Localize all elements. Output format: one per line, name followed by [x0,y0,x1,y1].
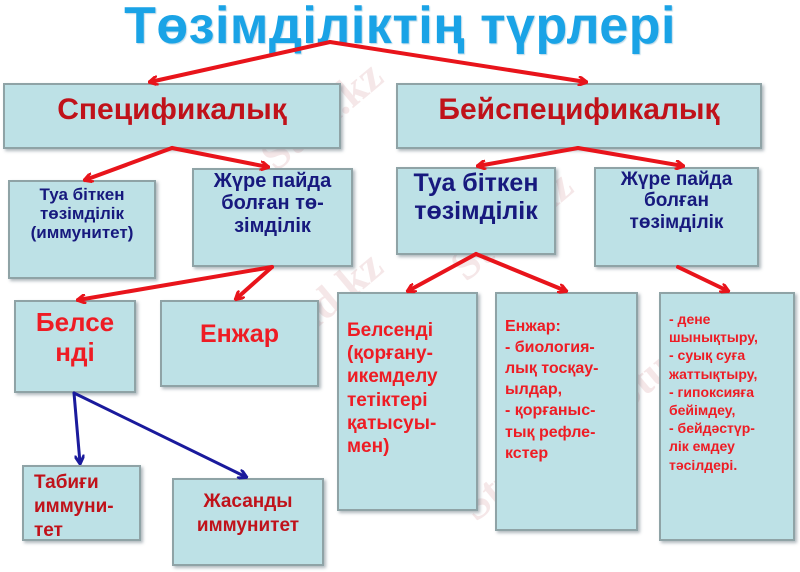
box-nonspecific-label: Бейспецификалық [438,93,720,126]
list-item: - гипоксияға [669,383,754,400]
arrow-active-to-natural [72,391,80,463]
arrow-nonspecific-to-acquired [576,146,683,166]
list-item: тәсілдері. [669,456,738,473]
text-line: тетіктері [347,389,428,411]
box-specific: Спецификалық [3,83,341,149]
box-nonspecific-active: Белсенді (қорғану- икемделу тетіктері қа… [337,292,478,511]
list-item: шынықтыру, [669,329,758,346]
text-line: икемделу [347,366,438,388]
box-passive: Енжар [160,300,319,387]
arrow-specific-to-acquired [170,146,268,167]
text-line: Жасанды [203,491,293,512]
text-line: Енжар: [505,318,561,335]
text-line: Белсенді [347,320,433,341]
box-active: Белсе нді [14,300,136,393]
text-line: төзімділік [414,197,538,225]
box-artificial-immunity: Жасанды иммунитет [172,478,324,566]
text-line: иммуни- [34,495,114,517]
list-item: жаттықтыру, [669,365,758,382]
box-nonspecific-acquired: Жүре пайда болған төзімділік [594,167,759,267]
text-line: иммунитет [196,514,300,536]
text-line: болған [644,190,709,212]
text-line: Табиғи [34,472,99,493]
text-line: (иммунитет) [30,223,134,243]
text-line: төзімділік [629,211,724,233]
text-line: қатысуы- [347,412,437,434]
list-item: - суық суға [669,347,746,364]
text-line: Туа біткен [39,185,125,204]
text-line: нді [55,336,95,367]
text-line: кстер [505,444,549,462]
list-item: бейімдеу, [669,401,736,418]
text-line: Белсе [35,307,115,337]
diagram-title: Төзімділіктің түрлері [124,0,676,55]
arrow-ns-acquired-to-list [676,265,728,291]
text-line: Туа біткен [413,169,539,197]
box-passive-label: Енжар [200,320,279,348]
box-natural-immunity: Табиғи иммуни- тет [22,465,141,541]
text-line: тет [34,519,63,541]
box-nonspecific-passive: Енжар: - биология- лық тосқау- ылдар, - … [495,292,638,531]
text-line: Жүре пайда [213,170,332,192]
box-specific-innate: Туа біткен төзімділік (иммунитет) [8,180,156,279]
text-line: тық рефле- [505,423,596,441]
arrow-specific-to-innate [85,146,174,180]
text-line: - биология- [505,339,595,357]
text-line: лық тосқау- [505,360,599,378]
box-nonspecific-acquired-list: - дене шынықтыру, - суық суға жаттықтыру… [659,292,795,541]
list-item: - бейдәстүр- [669,420,755,437]
box-nonspecific-innate: Туа біткен төзімділік [396,167,556,255]
box-nonspecific: Бейспецификалық [396,83,762,149]
list-item: - дене [669,311,711,327]
text-line: төзімділік [39,204,124,224]
box-specific-label: Спецификалық [57,93,287,126]
arrow-nonspecific-to-innate [478,146,580,166]
text-line: (қорғану- [347,343,433,365]
list-item: лік емдеу [669,438,735,455]
text-line: ылдар, [505,381,563,399]
arrow-acquired-to-passive [236,265,274,299]
text-line: болған тө- [221,192,324,215]
text-line: зімділік [234,214,311,237]
text-line: - қорғаныс- [505,402,596,420]
text-line: Жүре пайда [620,169,733,190]
box-specific-acquired: Жүре пайда болған тө- зімділік [192,168,353,267]
text-line: мен) [347,435,390,457]
